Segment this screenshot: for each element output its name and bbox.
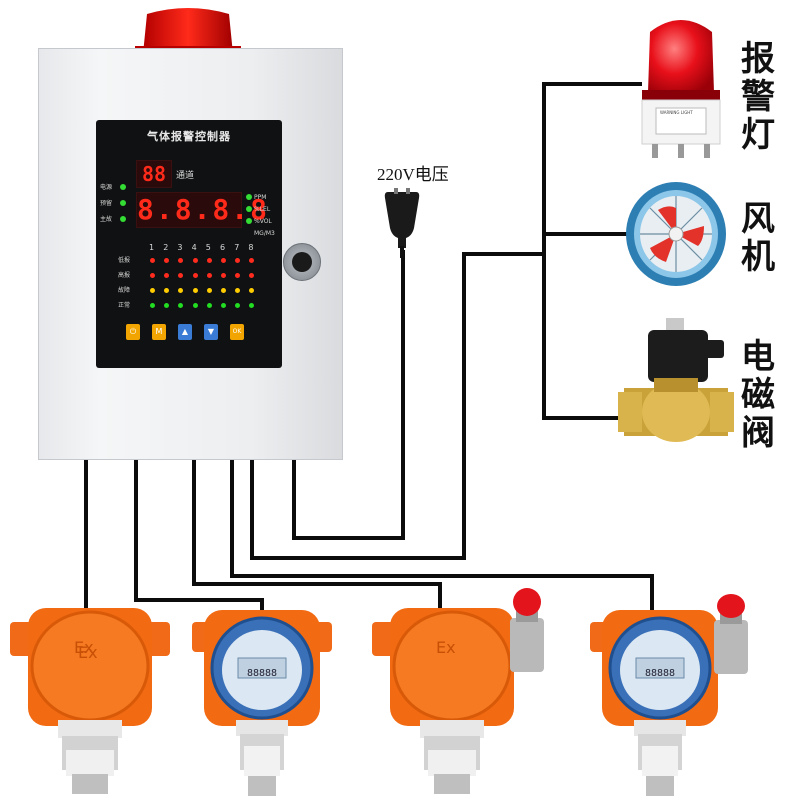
key-lock-icon	[283, 243, 321, 281]
channel-led	[235, 273, 241, 278]
channel-number: 3	[177, 243, 183, 252]
keyhole	[292, 252, 312, 272]
channel-led	[178, 288, 184, 293]
status-label-fault: 主故	[100, 216, 113, 223]
row-label: 正常	[118, 302, 131, 309]
channel-number: 7	[234, 243, 240, 252]
channel-led	[178, 258, 184, 263]
channel-led	[235, 258, 241, 263]
channel-led	[221, 273, 226, 278]
panel-button[interactable]: ▲	[178, 324, 192, 340]
ex-mark: Ex	[436, 638, 456, 657]
valve-label: 电磁阀	[740, 338, 780, 452]
unit-led-vol	[246, 218, 252, 224]
unit-led-ppm	[246, 194, 252, 200]
unit-mgm3: MG/M3	[254, 230, 275, 237]
controller-front-panel: 气体报警控制器 88 通道 8.8.8.8 电源 预留 主故 PPM %LEL …	[96, 120, 282, 368]
panel-button[interactable]: ▼	[204, 324, 218, 340]
channel-number: 8	[248, 243, 254, 252]
explosion-proof-detector-beacon-icon	[372, 588, 544, 794]
channel-led	[206, 288, 212, 293]
gas-detector-1: Ex Ex	[10, 600, 170, 800]
channel-led	[221, 303, 226, 308]
unit-lel: %LEL	[254, 206, 271, 213]
channel-led	[164, 288, 170, 293]
unit-vol: %VOL	[254, 218, 272, 225]
row-label: 故障	[118, 287, 131, 294]
alarm-light-label: 报警灯	[740, 40, 780, 154]
channel-number: 5	[205, 243, 211, 252]
panel-button[interactable]: M	[152, 324, 166, 340]
channel-led	[192, 303, 198, 308]
lcd-detector-icon	[192, 610, 332, 796]
gas-detector-4: 88888	[590, 594, 760, 800]
channel-led	[150, 258, 155, 263]
gas-detector-3: Ex	[372, 588, 562, 800]
solenoid-valve-icon	[618, 318, 734, 442]
channel-led	[249, 258, 255, 263]
channel-label: 通道	[176, 171, 195, 181]
channel-led	[206, 303, 212, 308]
status-label-power: 电源	[100, 184, 113, 191]
channel-led	[150, 273, 155, 278]
power-plug-icon	[384, 188, 420, 258]
channel-led	[192, 288, 198, 293]
channel-led	[249, 273, 255, 278]
voltage-label: 220V电压	[377, 165, 449, 184]
status-led-power	[120, 184, 126, 190]
channel-display: 88	[136, 160, 172, 188]
fan-icon	[626, 182, 726, 286]
channel-led	[178, 303, 184, 308]
panel-button[interactable]: ⏻	[126, 324, 140, 340]
lcd-detector-beacon-icon	[590, 594, 748, 796]
unit-led-lel	[246, 206, 252, 212]
channel-led	[192, 273, 198, 278]
channel-led	[221, 288, 226, 293]
channel-led	[235, 288, 241, 293]
unit-ppm: PPM	[254, 194, 267, 201]
alarm-light-sticker: WARNING LIGHT	[660, 110, 693, 115]
valve-label-text: 电磁阀	[741, 337, 775, 453]
alarm-light-icon	[641, 20, 721, 158]
channel-led	[235, 303, 241, 308]
status-label-reserved: 预留	[100, 200, 113, 207]
explosion-proof-detector-icon: Ex	[10, 608, 170, 794]
channel-led	[164, 303, 170, 308]
panel-title: 气体报警控制器	[147, 130, 231, 143]
channel-led	[178, 273, 184, 278]
lcd-reading: 88888	[246, 668, 278, 679]
channel-led	[249, 303, 255, 308]
channel-led	[150, 303, 155, 308]
cabinet-beacon-icon	[135, 8, 241, 54]
channel-number: 6	[220, 243, 226, 252]
channel-led	[206, 258, 212, 263]
channel-number: 4	[191, 243, 197, 252]
row-label: 低报	[118, 257, 131, 264]
ex-mark: Ex	[74, 638, 94, 657]
svg-text:Ex: Ex	[78, 643, 98, 662]
status-led-fault	[120, 216, 126, 222]
channel-number: 1	[149, 243, 155, 252]
gas-detector-2: 88888	[192, 606, 332, 800]
fan-label-text: 风机	[741, 199, 775, 277]
channel-led	[221, 258, 226, 263]
channel-led	[164, 273, 170, 278]
lcd-reading: 88888	[644, 668, 676, 679]
status-led-reserved	[120, 200, 126, 206]
channel-led	[249, 288, 255, 293]
channel-led	[206, 273, 212, 278]
channel-led	[164, 258, 170, 263]
row-label: 高报	[118, 272, 131, 279]
channel-led	[192, 258, 198, 263]
channel-led	[150, 288, 155, 293]
fan-label: 风机	[740, 200, 780, 276]
concentration-display: 8.8.8.8	[136, 192, 270, 228]
channel-number: 2	[163, 243, 169, 252]
panel-button[interactable]: OK	[230, 324, 244, 340]
alarm-light-label-text: 报警灯	[741, 39, 775, 155]
